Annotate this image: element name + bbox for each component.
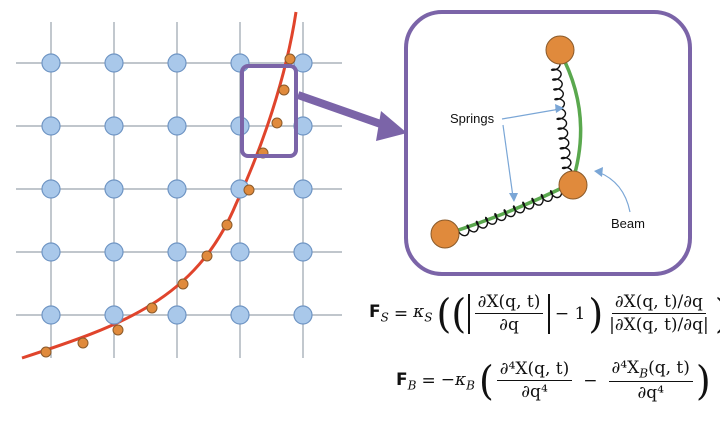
spring-upper [550,64,573,173]
grid-node [104,116,124,136]
fiber-node [201,250,213,262]
spring-lower [457,186,563,237]
grid-node [104,53,124,73]
fiber-node [77,337,89,349]
grid-node [167,242,187,262]
zoom-source-box [240,64,298,158]
fiber-node [271,117,283,129]
beam-force-equation: FB = −κB ( ∂⁴X(q, t) ∂q⁴ − ∂⁴XB(q, t) ∂q… [396,357,711,404]
fs-fraction-2: ∂X(q, t)/∂q |∂X(q, t)/∂q| [609,292,709,335]
beam-node-top [545,35,575,65]
grid-node [41,179,61,199]
beam-label: Beam [611,216,645,231]
fb-fraction-1: ∂⁴X(q, t) ∂q⁴ [496,359,573,402]
fiber-curve [21,11,298,360]
springs-arrow-lower [502,124,514,198]
spring-force-equation: FS = κS ( ( ∂X(q, t) ∂q − 1 ) ∂X(q, t)/∂… [369,292,720,335]
springs-label: Springs [450,111,495,126]
grid-node [104,305,124,325]
grid-node [41,116,61,136]
grid-node [293,242,313,262]
fiber-nodes [40,53,296,358]
grid-node [293,179,313,199]
fb-fraction-2: ∂⁴XB(q, t) ∂q⁴ [608,358,693,403]
grid-node [167,53,187,73]
springs-arrowhead-lower [509,193,518,202]
fb-coefficient: −κB [440,369,475,392]
beam-node-middle [558,170,588,200]
fiber-node [284,53,296,65]
grid-node [230,305,250,325]
fs-lhs: FS [369,302,389,325]
fs-coefficient: κS [413,302,433,325]
beam-node-left [430,219,460,249]
fs-fraction-1: ∂X(q, t) ∂q [474,292,544,335]
springs-annotation: Springs [450,104,564,202]
springs-arrowhead-upper [555,104,564,113]
fb-lhs: FB [396,369,417,392]
springs-arrow-upper [501,108,561,120]
zoom-panel [404,10,692,276]
zoom-arrow [296,91,407,141]
beam-annotation: Beam [594,167,645,231]
grid-node [41,305,61,325]
grid-node [167,179,187,199]
grid-node [230,53,250,73]
grid-node [293,305,313,325]
grid-node [230,242,250,262]
fiber-node [221,219,233,231]
fiber-node [177,278,189,290]
fiber-node [243,184,255,196]
grid-node [104,179,124,199]
grid-node [167,305,187,325]
grid-node [41,53,61,73]
grid-node [293,53,313,73]
grid-node [167,116,187,136]
grid-node [41,242,61,262]
fiber-node [40,346,52,358]
fiber-node [112,324,124,336]
fiber-node [146,302,158,314]
grid-node [104,242,124,262]
beam-arrowhead [594,167,603,177]
fiber-node [278,84,290,96]
